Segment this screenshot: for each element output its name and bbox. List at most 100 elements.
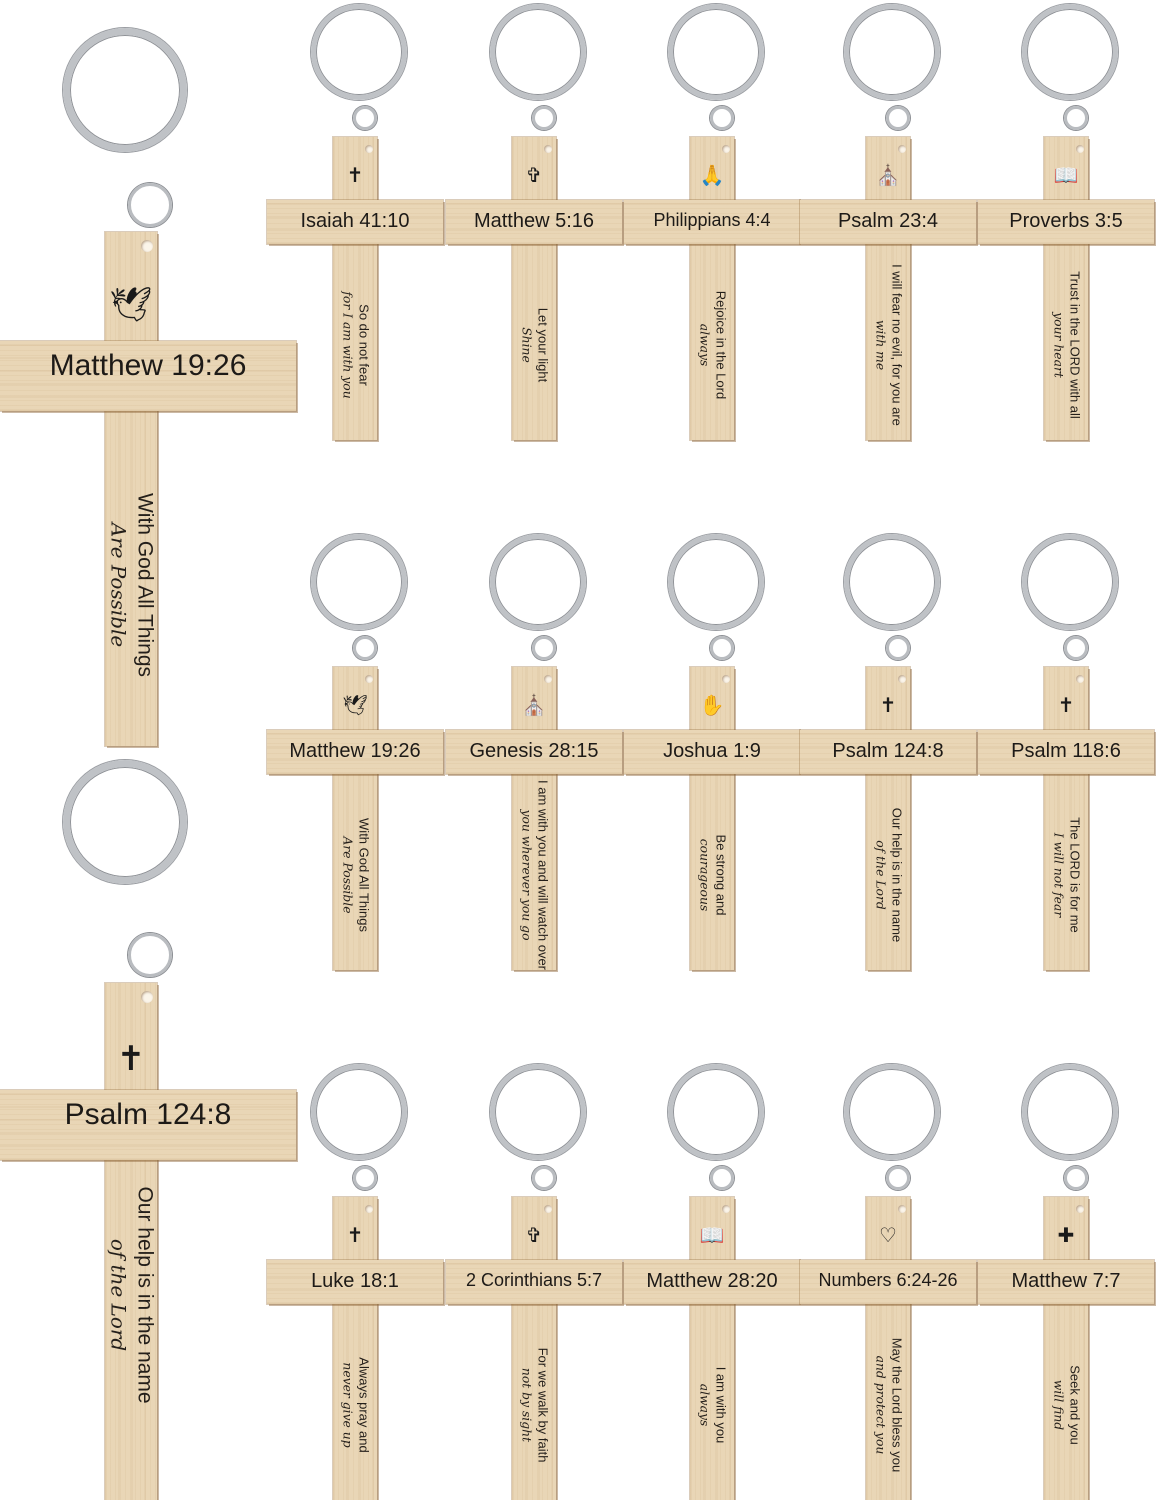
split-ring (668, 1064, 764, 1160)
jump-ring (532, 636, 556, 660)
verse-line-2: always (697, 1383, 711, 1427)
split-ring (844, 534, 940, 630)
split-ring (63, 28, 187, 152)
verse-line-1: I am with you (713, 1366, 729, 1444)
split-ring (1022, 534, 1118, 630)
verse-line-1: For we walk by faith (535, 1347, 551, 1463)
jump-ring (532, 1166, 556, 1190)
split-ring (311, 534, 407, 630)
verse-reference: Psalm 124:8 (64, 1098, 232, 1131)
verse-reference: Philippians 4:4 (653, 210, 771, 230)
bible-book-icon: 📖 (1053, 165, 1079, 187)
verse-line-1: Be strong and (713, 834, 729, 916)
verse-reference: Joshua 1:9 (663, 740, 761, 762)
verse-reference: Numbers 6:24-26 (818, 1270, 958, 1290)
cross-vertical-beam (690, 137, 734, 440)
cross-vertical-beam (1044, 667, 1088, 970)
hanging-hole (1076, 1205, 1084, 1213)
split-ring (63, 760, 187, 884)
split-ring (668, 534, 764, 630)
verse-line-1: Our help is in the name (133, 1186, 157, 1404)
verse-line-2: will find (1051, 1379, 1065, 1431)
hanging-hole (898, 145, 906, 153)
jump-ring (353, 1166, 377, 1190)
verse-line-2: courageous (697, 838, 711, 912)
jump-ring (886, 636, 910, 660)
verse-reference: Proverbs 3:5 (1009, 210, 1123, 232)
cross-horizontal-beam (978, 200, 1154, 244)
verse-reference: Psalm 124:8 (832, 740, 944, 762)
cross-horizontal-beam (0, 1090, 296, 1160)
dove-bible-icon: 🕊 (109, 286, 153, 324)
verse-reference: Matthew 19:26 (49, 349, 247, 382)
verse-line-1: So do not fear (356, 304, 372, 386)
jump-ring (1064, 1166, 1088, 1190)
split-ring (490, 4, 586, 100)
verse-line-2: of the Lord (106, 1238, 130, 1352)
verse-reference: Genesis 28:15 (469, 740, 599, 762)
jump-ring (1064, 636, 1088, 660)
verse-line-2: always (697, 323, 711, 367)
split-ring (311, 1064, 407, 1160)
jump-ring (1064, 106, 1088, 130)
cross-candles-icon: ✞ (525, 165, 543, 187)
verse-reference: Matthew 28:20 (646, 1270, 778, 1292)
verse-reference: Luke 18:1 (311, 1270, 399, 1292)
cross-vertical-beam (333, 137, 377, 440)
hanging-hole (1076, 675, 1084, 683)
verse-line-1: Rejoice in the Lord (713, 290, 729, 400)
church-window-icon: ⛪ (875, 165, 901, 187)
cross-horizontal-beam (446, 730, 622, 774)
verse-line-1: May the Lord bless you (889, 1337, 905, 1473)
cross-path-icon: ✞ (525, 1225, 543, 1247)
verse-line-2: Are Possible (106, 522, 130, 648)
hanging-hole (722, 675, 730, 683)
verse-line-2: never give up (340, 1362, 354, 1448)
verse-line-2: you wherever you go (519, 809, 533, 941)
cross-horizontal-beam (267, 1260, 443, 1304)
verse-line-1: I will fear no evil, for you are (889, 264, 905, 426)
hanging-hole (365, 675, 373, 683)
church-icon: ⛪ (521, 695, 547, 717)
cross-arch-icon: ✝ (1057, 695, 1075, 717)
hanging-hole (141, 240, 153, 252)
cross-horizontal-beam (446, 200, 622, 244)
verse-line-1: Our help is in the name (889, 807, 905, 943)
verse-line-1: Let your light (535, 307, 551, 383)
cross-vertical-beam (690, 1197, 734, 1500)
split-ring (1022, 1064, 1118, 1160)
hanging-hole (1076, 145, 1084, 153)
verse-reference: Matthew 7:7 (1011, 1270, 1121, 1292)
verse-reference: Psalm 23:4 (837, 210, 939, 232)
jump-ring (710, 636, 734, 660)
verse-line-2: not by sight (519, 1367, 533, 1443)
jump-ring (710, 106, 734, 130)
cross-horizontal-beam (0, 341, 296, 411)
bible-cross-icon: ✝ (116, 1040, 146, 1078)
cross-horizontal-beam (267, 730, 443, 774)
split-ring (844, 1064, 940, 1160)
verse-line-1: I am with you and will watch over (535, 779, 551, 971)
dove-bible-icon: 🕊 (342, 695, 368, 717)
verse-line-1: Trust in the LORD with all (1067, 271, 1083, 419)
bible-cross-icon: ✝ (879, 695, 897, 717)
cross-vertical-beam (866, 137, 910, 440)
hanging-hole (722, 1205, 730, 1213)
split-ring (311, 4, 407, 100)
cross-vertical-beam (1044, 137, 1088, 440)
cross-vertical-beam (333, 667, 377, 970)
split-ring (490, 534, 586, 630)
